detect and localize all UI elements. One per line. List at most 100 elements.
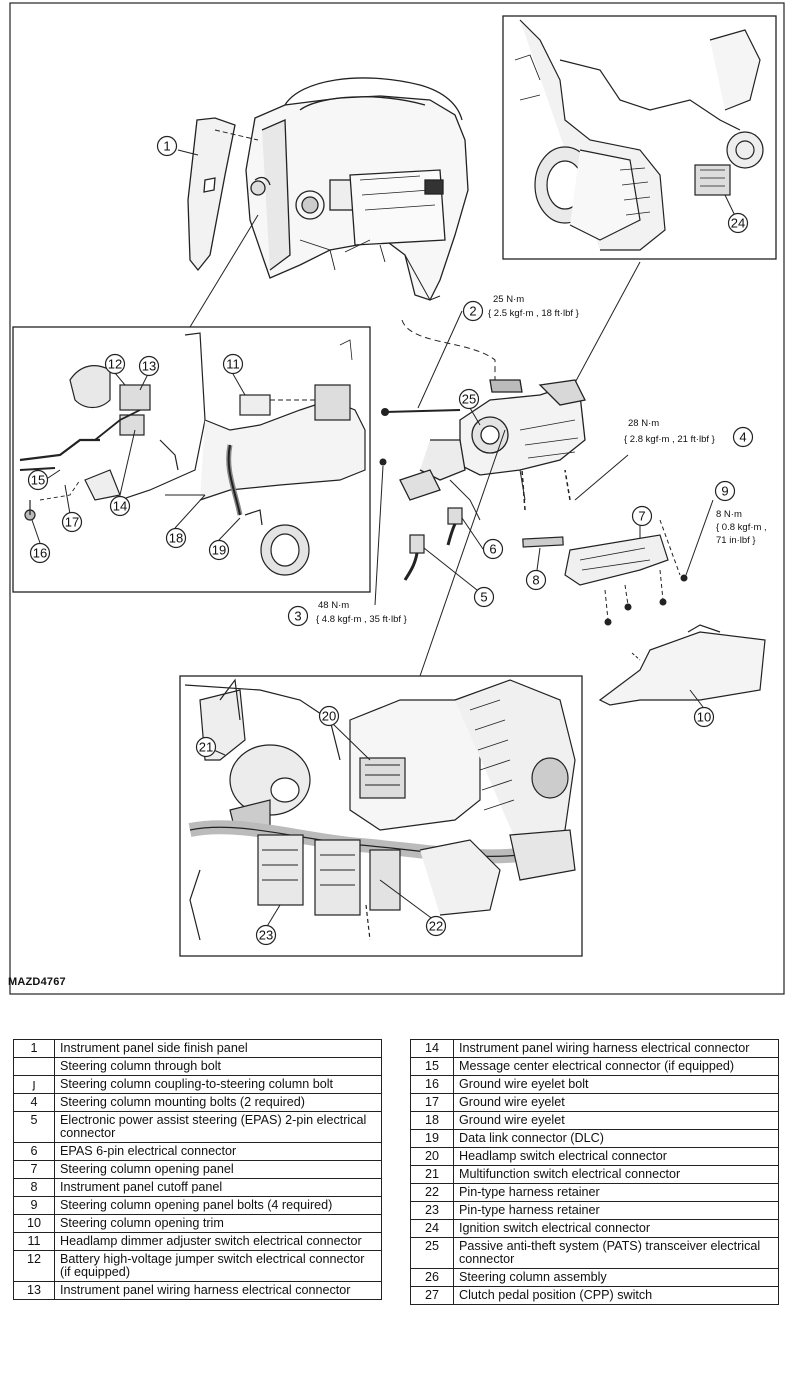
callout-15: 15 <box>27 469 49 491</box>
legend-description: Steering column opening trim <box>54 1214 382 1233</box>
callout-circle <box>165 527 187 549</box>
legend-number: 6 <box>13 1142 55 1161</box>
legend-description: Steering column through bolt <box>54 1057 382 1076</box>
legend-description: Steering column opening panel bolts (4 r… <box>54 1196 382 1215</box>
callout-12: 12 <box>104 353 126 375</box>
torque-3-line1: 48 N·m <box>318 600 349 611</box>
callout-label: 8 <box>532 573 539 588</box>
callout-circle <box>473 586 495 608</box>
legend-description: Instrument panel wiring harness electric… <box>453 1039 779 1058</box>
legend-number: 11 <box>13 1232 55 1251</box>
dashed-path-2 <box>401 319 496 380</box>
legend-number: 16 <box>410 1075 454 1094</box>
legend-number: 15 <box>410 1057 454 1076</box>
callout-1: 1 <box>156 135 178 157</box>
legend-description: Passive anti-theft system (PATS) transce… <box>453 1237 779 1269</box>
leader-line-8 <box>536 547 541 571</box>
callout-label: 12 <box>108 357 122 372</box>
callout-5: 5 <box>473 586 495 608</box>
torque-3-line2: { 4.8 kgf·m , 35 ft·lbf } <box>316 614 407 625</box>
diagram-frame <box>9 2 785 995</box>
callout-label: 5 <box>480 590 487 605</box>
callout-circle <box>104 353 126 375</box>
leader-line-5 <box>423 547 478 591</box>
legend-description: Pin-type harness retainer <box>453 1183 779 1202</box>
callout-label: 7 <box>638 509 645 524</box>
callout-11: 11 <box>222 353 244 375</box>
callout-circle <box>195 736 217 758</box>
legend-row: Steering column through bolt <box>13 1057 382 1076</box>
legend-description: Headlamp dimmer adjuster switch electric… <box>54 1232 382 1251</box>
callout-label: 10 <box>697 710 711 725</box>
bolt-2-drawing <box>384 409 461 413</box>
callout-circle <box>29 542 51 564</box>
epas-connectors-drawing <box>403 507 463 581</box>
inset-link-bottom <box>419 429 506 677</box>
callout-9: 9 <box>714 480 736 502</box>
callout-22: 22 <box>425 915 447 937</box>
callout-16: 16 <box>29 542 51 564</box>
legend-description: Ground wire eyelet <box>453 1093 779 1112</box>
callout-label: 23 <box>259 928 273 943</box>
legend-description: Ground wire eyelet bolt <box>453 1075 779 1094</box>
legend-number: 18 <box>410 1111 454 1130</box>
callout-6: 6 <box>482 538 504 560</box>
legend-description: Steering column mounting bolts (2 requir… <box>54 1093 382 1112</box>
legend-number: 19 <box>410 1129 454 1148</box>
callout-19: 19 <box>208 539 230 561</box>
legend-number: 26 <box>410 1268 454 1287</box>
callout-circle <box>27 469 49 491</box>
callout-label: 2 <box>469 304 476 319</box>
leader-line-19 <box>217 517 241 542</box>
callout-label: 14 <box>113 499 127 514</box>
leader-line-2 <box>417 310 463 409</box>
legend-description: Message center electrical connector (if … <box>453 1057 779 1076</box>
legend-number: ȷ <box>13 1075 55 1094</box>
legend-number: 12 <box>13 1250 55 1282</box>
leader-line-3 <box>374 465 384 606</box>
leader-line-18 <box>174 494 206 529</box>
callout-14: 14 <box>109 495 131 517</box>
legend-description: Steering column coupling-to-steering col… <box>54 1075 382 1094</box>
leader-line-25 <box>469 407 481 426</box>
leader-line-4 <box>574 454 629 501</box>
callout-24: 24 <box>727 212 749 234</box>
callout-circle <box>156 135 178 157</box>
callout-circle <box>208 539 230 561</box>
leader-line-14 <box>119 429 136 496</box>
callout-2: 2 <box>462 300 484 322</box>
callout-circle <box>462 300 484 322</box>
inset-connectors-drawing <box>19 332 366 576</box>
legend-description: Instrument panel cutoff panel <box>54 1178 382 1197</box>
callout-circle <box>727 212 749 234</box>
legend-number: 22 <box>410 1183 454 1202</box>
legend-number: 7 <box>13 1160 55 1179</box>
callout-label: 1 <box>163 139 170 154</box>
torque-2-line2: { 2.5 kgf·m , 18 ft·lbf } <box>488 308 579 319</box>
legend-number: 17 <box>410 1093 454 1112</box>
callout-3: 3 <box>287 605 309 627</box>
torque-4-line2: { 2.8 kgf·m , 21 ft·lbf } <box>624 434 715 445</box>
legend-description: EPAS 6-pin electrical connector <box>54 1142 382 1161</box>
legend-number: 20 <box>410 1147 454 1166</box>
callout-circle <box>482 538 504 560</box>
callout-circle <box>287 605 309 627</box>
legend-number: 13 <box>13 1281 55 1300</box>
callout-8: 8 <box>525 569 547 591</box>
callout-17: 17 <box>61 511 83 533</box>
side-finish-panel-drawing <box>187 117 236 272</box>
